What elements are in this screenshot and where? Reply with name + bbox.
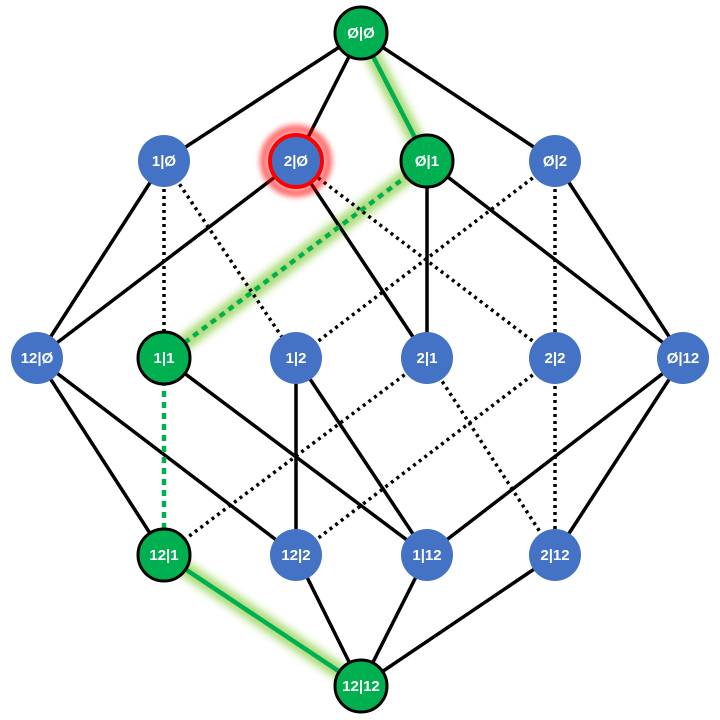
edge-20-120 [35, 159, 298, 360]
node-1212[interactable]: 12|12 [333, 658, 389, 714]
edge-12-112 [294, 357, 429, 556]
edge-22-122 [294, 356, 557, 557]
node-00[interactable]: Ø|Ø [333, 5, 389, 61]
node-circle [401, 332, 453, 384]
node-circle [136, 527, 192, 583]
node-label: 2|2 [545, 350, 566, 367]
node-circle [11, 332, 63, 384]
edge-00-02 [360, 31, 556, 163]
node-label: 1|12 [412, 547, 441, 564]
node-21[interactable]: 2|1 [401, 332, 453, 384]
edge-21-212 [425, 357, 557, 556]
node-120[interactable]: 12|Ø [11, 332, 63, 384]
node-20[interactable]: 2|Ø [260, 125, 332, 197]
edge-02-012 [553, 160, 685, 359]
node-212[interactable]: 2|12 [529, 529, 581, 581]
node-label: Ø|12 [667, 350, 700, 367]
node-label: Ø|Ø [347, 25, 375, 42]
node-012[interactable]: Ø|12 [657, 332, 709, 384]
node-circle [529, 135, 581, 187]
edge-00-10 [163, 31, 362, 163]
selected-glow [260, 125, 332, 197]
node-circle [270, 529, 322, 581]
edge-012-112 [425, 356, 685, 557]
node-circle [333, 658, 389, 714]
node-22[interactable]: 2|2 [529, 332, 581, 384]
node-circle [138, 135, 190, 187]
node-label: 12|2 [281, 547, 310, 564]
node-label: Ø|1 [415, 153, 439, 170]
edge-20-21 [294, 160, 429, 359]
node-label: 2|Ø [284, 153, 309, 170]
node-10[interactable]: 1|Ø [138, 135, 190, 187]
node-circle [401, 529, 453, 581]
node-label: 2|1 [417, 350, 438, 367]
edge-012-212 [553, 357, 685, 556]
node-label: Ø|2 [543, 153, 567, 170]
node-12[interactable]: 1|2 [270, 332, 322, 384]
node-02[interactable]: Ø|2 [529, 135, 581, 187]
node-circle [270, 332, 322, 384]
edge-212-1212 [360, 553, 556, 688]
edge-02-12 [294, 159, 557, 360]
node-circle [529, 529, 581, 581]
node-layer: Ø|Ø 1|Ø 2|Ø Ø|1 Ø|2 12|Ø 1|1 1|2 2|1 2|2 Ø|12 12|1 1… [11, 5, 709, 714]
node-122[interactable]: 12|2 [270, 529, 322, 581]
node-11[interactable]: 1|1 [136, 330, 192, 386]
edge-120-122 [35, 356, 298, 557]
node-label: 1|Ø [152, 153, 177, 170]
node-label: 12|12 [342, 678, 380, 695]
path-edge-121-1212 [162, 553, 363, 688]
node-circle [136, 330, 192, 386]
edge-layer [35, 31, 685, 688]
node-label: 1|1 [154, 350, 175, 367]
node-circle [529, 332, 581, 384]
node-circle [268, 133, 324, 189]
edge-10-120 [35, 160, 166, 359]
node-circle [657, 332, 709, 384]
node-circle [399, 133, 455, 189]
node-121[interactable]: 12|1 [136, 527, 192, 583]
node-label: 12|Ø [21, 350, 54, 367]
path-glow-01-11 [156, 153, 435, 366]
node-112[interactable]: 1|12 [401, 529, 453, 581]
edge-120-121 [35, 357, 166, 556]
edge-10-12 [162, 160, 298, 359]
node-label: 2|12 [540, 547, 569, 564]
node-label: 1|2 [286, 350, 307, 367]
node-circle [333, 5, 389, 61]
edge-21-121 [162, 356, 429, 557]
node-01[interactable]: Ø|1 [399, 133, 455, 189]
node-label: 12|1 [149, 547, 178, 564]
